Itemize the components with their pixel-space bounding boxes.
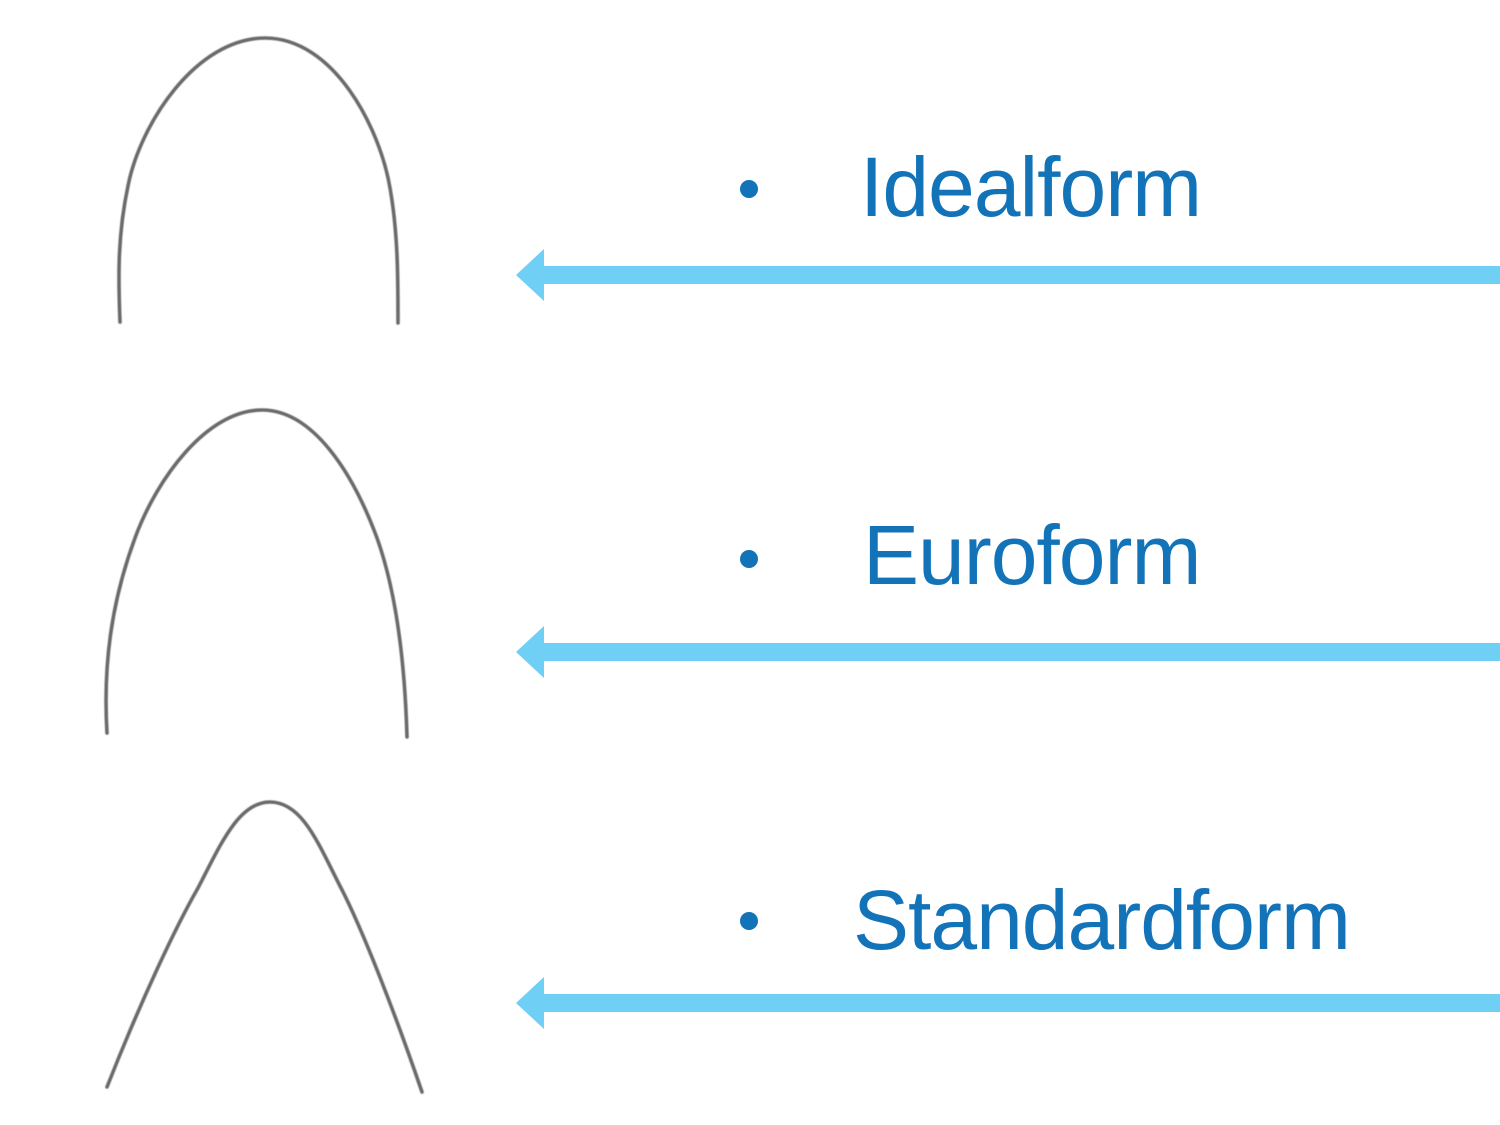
euroform-archwire-image bbox=[104, 408, 409, 739]
bullet-icon bbox=[740, 180, 758, 198]
left-arrow-icon bbox=[516, 977, 1500, 1029]
bullet-icon bbox=[740, 550, 758, 568]
bullet-icon bbox=[740, 912, 758, 930]
row-label-standardform: Standardform bbox=[853, 873, 1351, 967]
left-arrow-icon bbox=[516, 249, 1500, 301]
idealform-archwire-image bbox=[117, 36, 400, 325]
row-label-euroform: Euroform bbox=[863, 508, 1201, 602]
standardform-archwire-image bbox=[105, 800, 424, 1094]
row-label-idealform: Idealform bbox=[860, 140, 1202, 234]
left-arrow-icon bbox=[516, 626, 1500, 678]
